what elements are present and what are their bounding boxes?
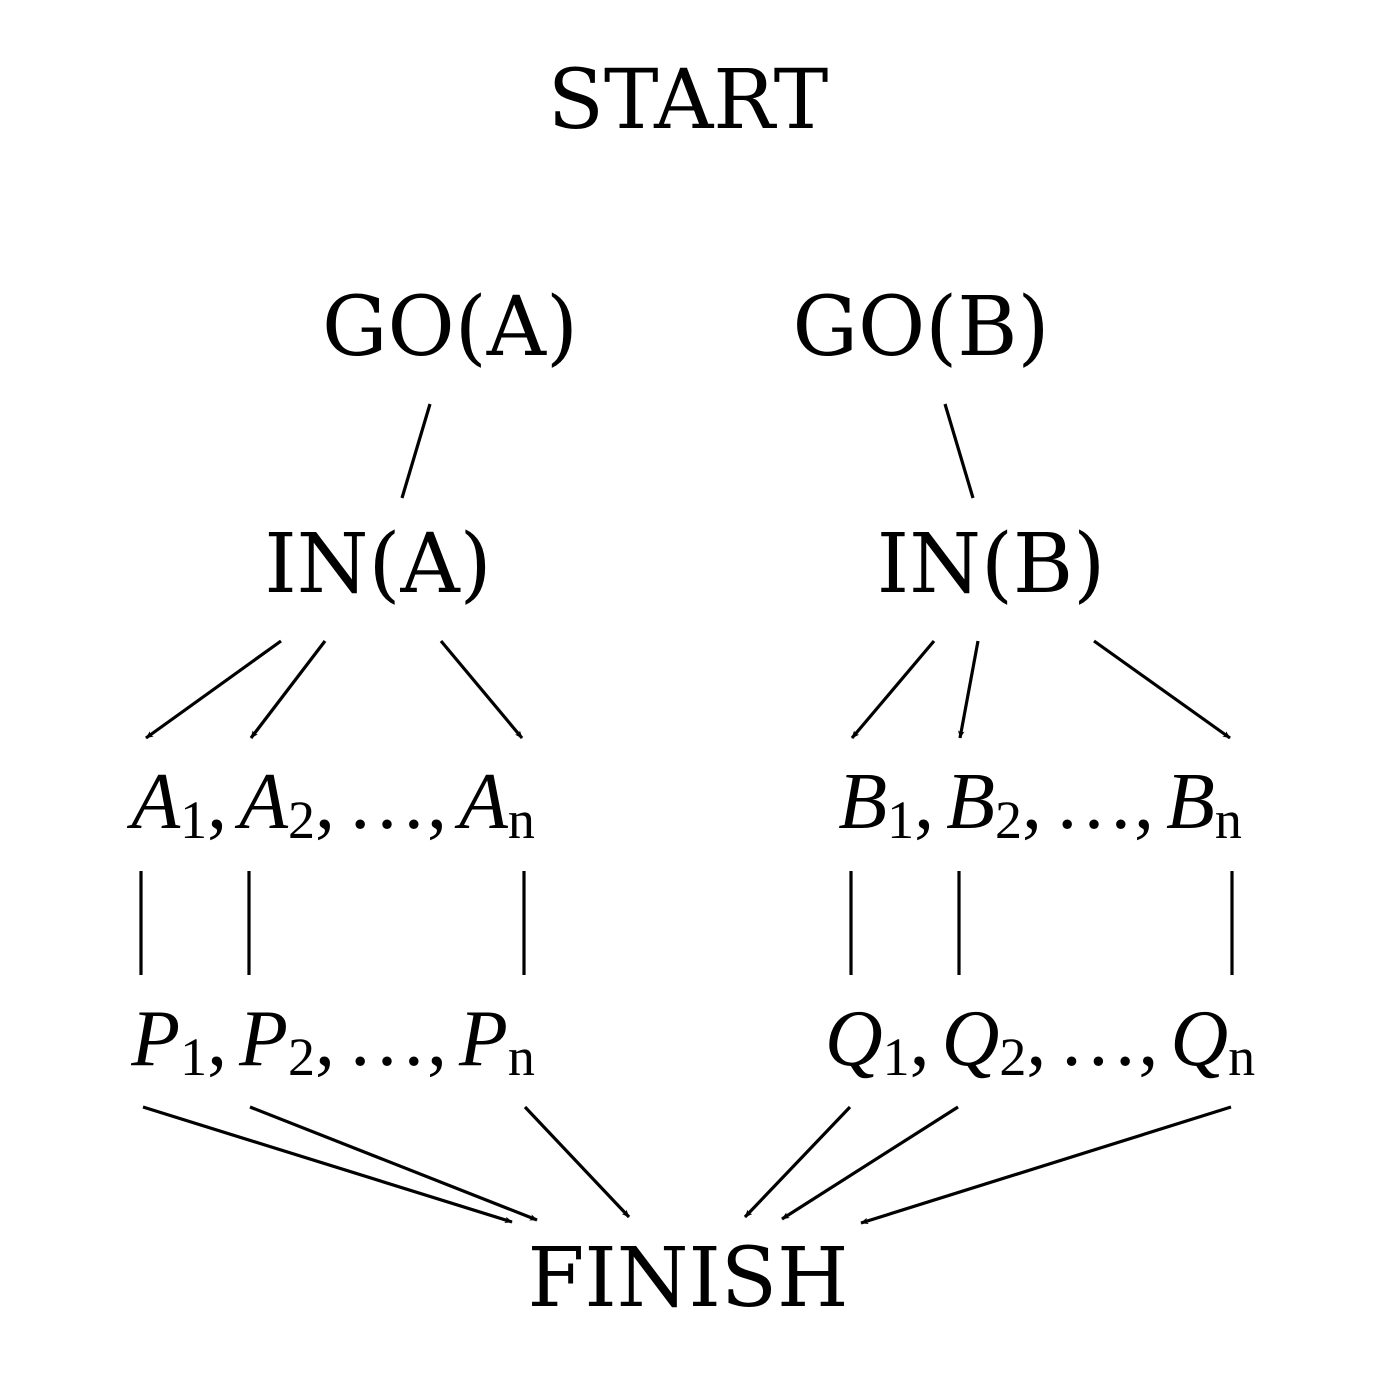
p2-subscript: 2: [288, 1027, 315, 1087]
node-finish: FINISH: [527, 1231, 848, 1326]
row-q: Q1,Q2,…,Qn: [825, 995, 1255, 1087]
a1-symbol: A: [126, 758, 181, 846]
a-sep-2: ,: [315, 758, 335, 846]
q1-symbol: Q: [825, 995, 883, 1083]
q1-subscript: 1: [883, 1027, 910, 1087]
q-sep-2: ,: [1026, 995, 1046, 1083]
p-sep-1: ,: [207, 995, 227, 1083]
arrow-inb-bn: [1093, 639, 1231, 740]
node-in-a: IN(A): [264, 517, 491, 612]
a2-subscript: 2: [288, 790, 315, 850]
arrow-inb-b1: [850, 639, 936, 740]
q2-subscript: 2: [999, 1027, 1026, 1087]
an-symbol: A: [454, 758, 509, 846]
p1-symbol: P: [130, 995, 180, 1083]
p2-symbol: P: [238, 995, 288, 1083]
q-ellipsis: …: [1058, 995, 1138, 1083]
arrow-ina-an: [439, 639, 524, 740]
node-in-b: IN(B): [877, 517, 1105, 612]
b-sep-2: ,: [1022, 758, 1042, 846]
qn-symbol: Q: [1170, 995, 1228, 1083]
pn-subscript: n: [508, 1027, 535, 1087]
arrow-pn-finish: [523, 1105, 631, 1219]
bn-subscript: n: [1215, 790, 1242, 850]
row-b: B1,B2,…,Bn: [838, 758, 1242, 850]
edge-goa-ina: [400, 403, 432, 499]
pn-symbol: P: [458, 995, 508, 1083]
a-sep-3: ,: [427, 758, 447, 846]
bn-symbol: B: [1166, 758, 1215, 846]
arrow-inb-b2: [958, 640, 980, 739]
qn-subscript: n: [1228, 1027, 1255, 1087]
arrow-p2-finish: [249, 1105, 538, 1222]
arrow-q1-finish: [743, 1105, 852, 1219]
node-start: START: [548, 53, 829, 148]
row-a: A1,A2,…,An: [126, 758, 535, 850]
b-sep-1: ,: [914, 758, 934, 846]
arrow-ina-a1: [145, 639, 282, 740]
a2-symbol: A: [234, 758, 289, 846]
b-sep-3: ,: [1134, 758, 1154, 846]
q-sep-1: ,: [910, 995, 930, 1083]
q2-symbol: Q: [942, 995, 1000, 1083]
an-subscript: n: [508, 790, 535, 850]
arrow-ina-a2: [249, 640, 327, 739]
arrow-q2-finish: [781, 1105, 959, 1221]
node-go-b: GO(B): [793, 280, 1050, 375]
node-go-a: GO(A): [322, 280, 578, 375]
p-ellipsis: …: [347, 995, 427, 1083]
b2-symbol: B: [946, 758, 995, 846]
b1-symbol: B: [838, 758, 887, 846]
b2-subscript: 2: [995, 790, 1022, 850]
q-sep-3: ,: [1138, 995, 1158, 1083]
b1-subscript: 1: [887, 790, 914, 850]
p1-subscript: 1: [180, 1027, 207, 1087]
a1-subscript: 1: [180, 790, 207, 850]
b-ellipsis: …: [1054, 758, 1134, 846]
arrow-qn-finish: [860, 1105, 1232, 1225]
p-sep-3: ,: [427, 995, 447, 1083]
edge-gob-inb: [943, 403, 975, 499]
row-p: P1,P2,…,Pn: [130, 995, 535, 1087]
a-ellipsis: …: [347, 758, 427, 846]
arrow-p1-finish: [142, 1105, 513, 1224]
p-sep-2: ,: [315, 995, 335, 1083]
a-sep-1: ,: [207, 758, 227, 846]
